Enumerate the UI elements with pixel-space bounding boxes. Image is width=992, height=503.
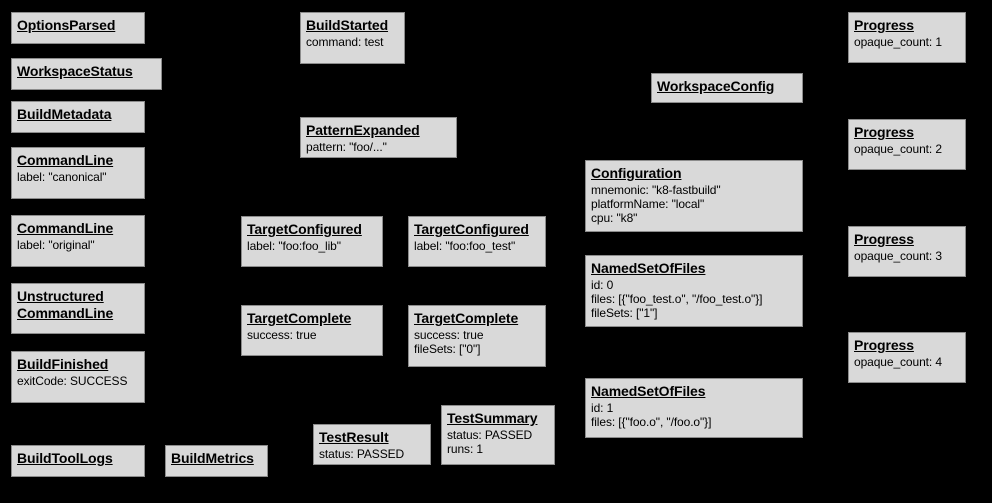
node-field: id: 1 (591, 400, 614, 415)
node-title: Unstructured CommandLine (17, 288, 114, 321)
node-field: fileSets: ["0"] (414, 341, 481, 356)
node-title: TestSummary (447, 410, 538, 426)
node-field: files: [{"foo_test.o", "/foo_test.o"}] (591, 291, 763, 306)
node-field: label: "original" (17, 237, 95, 252)
node-title: CommandLine (17, 152, 114, 168)
node-title: BuildMetadata (17, 106, 112, 122)
node-title: Configuration (591, 165, 682, 181)
node-title: Progress (854, 124, 914, 140)
node-field: opaque_count: 2 (854, 141, 942, 156)
node-field: opaque_count: 4 (854, 354, 942, 369)
node-title: WorkspaceStatus (17, 63, 133, 79)
node-title: TestResult (319, 429, 389, 445)
node-title: WorkspaceConfig (657, 78, 775, 94)
node-build-metrics[interactable]: BuildMetrics (165, 445, 268, 477)
node-field: id: 0 (591, 277, 614, 292)
node-title: TargetComplete (247, 310, 352, 326)
node-field: mnemonic: "k8-fastbuild" (591, 182, 721, 197)
node-title: NamedSetOfFiles (591, 260, 706, 276)
node-field: label: "foo:foo_lib" (247, 238, 341, 253)
node-field: runs: 1 (447, 441, 483, 456)
node-field: cpu: "k8" (591, 210, 638, 225)
node-options-parsed[interactable]: OptionsParsed (11, 12, 145, 44)
node-title: BuildStarted (306, 17, 389, 33)
node-title: TargetConfigured (414, 221, 529, 237)
node-title: TargetComplete (414, 310, 519, 326)
node-field: label: "canonical" (17, 169, 107, 184)
node-field: command: test (306, 34, 384, 49)
node-title: BuildMetrics (171, 450, 254, 466)
node-field: opaque_count: 1 (854, 34, 942, 49)
node-title: CommandLine (17, 220, 114, 236)
node-field: pattern: "foo/..." (306, 139, 387, 154)
node-workspace-status[interactable]: WorkspaceStatus (11, 58, 162, 90)
node-workspace-config[interactable]: WorkspaceConfig (651, 73, 803, 103)
node-title: BuildFinished (17, 356, 109, 372)
node-field: label: "foo:foo_test" (414, 238, 516, 253)
node-title: BuildToolLogs (17, 450, 113, 466)
node-title: NamedSetOfFiles (591, 383, 706, 399)
node-field: success: true (414, 327, 484, 342)
node-title: PatternExpanded (306, 122, 420, 138)
node-field: platformName: "local" (591, 196, 705, 211)
node-title: OptionsParsed (17, 17, 116, 33)
node-unstructured-command-line[interactable]: Unstructured CommandLine (11, 283, 145, 334)
node-build-tool-logs[interactable]: BuildToolLogs (11, 445, 145, 477)
node-title: Progress (854, 17, 914, 33)
node-build-metadata[interactable]: BuildMetadata (11, 101, 145, 133)
node-field: fileSets: ["1"] (591, 305, 658, 320)
node-field: status: PASSED (319, 446, 405, 461)
node-title: Progress (854, 231, 914, 247)
node-title: Progress (854, 337, 914, 353)
node-field: success: true (247, 327, 317, 342)
node-field: opaque_count: 3 (854, 248, 942, 263)
node-field: exitCode: SUCCESS (17, 373, 128, 388)
node-field: files: [{"foo.o", "/foo.o"}] (591, 414, 712, 429)
node-field: status: PASSED (447, 427, 533, 442)
node-title: TargetConfigured (247, 221, 362, 237)
